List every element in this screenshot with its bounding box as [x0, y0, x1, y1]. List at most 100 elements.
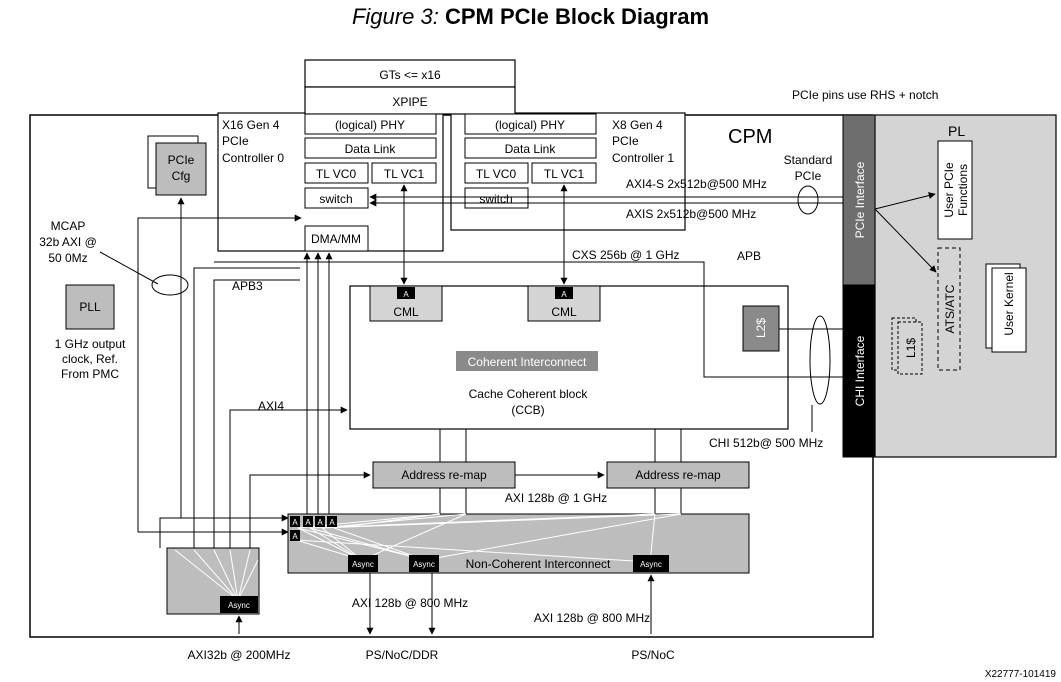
- pll-label: PLL: [79, 300, 101, 314]
- chi-interface-label: CHI Interface: [853, 335, 867, 406]
- datalink1-box: [464, 137, 597, 159]
- switch1-label: switch: [479, 192, 512, 206]
- ctrl0-line1: X16 Gen 4: [222, 118, 280, 132]
- apb-route: [214, 261, 843, 378]
- tlvc1-a-box: [371, 162, 437, 184]
- ats-label: ATS/ATC: [943, 284, 957, 333]
- switch0-label: switch: [319, 192, 352, 206]
- apb-label: APB: [737, 249, 761, 263]
- mcap-label-3: 50 0Mz: [48, 251, 87, 265]
- apb3-label: APB3: [232, 279, 263, 293]
- bottom-async-tag: [220, 596, 258, 613]
- axi128-800-label-a: AXI 128b @ 800 MHz: [352, 596, 468, 610]
- psnoc-ddr-label: PS/NoC/DDR: [366, 648, 439, 662]
- nci-a-tag-5: [290, 530, 300, 541]
- cml2-label: CML: [551, 305, 577, 319]
- route-to-remap1: [249, 471, 371, 548]
- nci-a-label-2: A: [305, 518, 311, 527]
- pcie-cfg-label-1: PCIe: [168, 153, 195, 167]
- pcie-interface-label: PCIe Interface: [853, 161, 867, 238]
- nci-a-tag-1: [290, 516, 300, 527]
- tlvc1-b-box: [531, 162, 597, 184]
- std-pcie-label-2: PCIe: [795, 169, 822, 183]
- mcap-ellipse: [151, 274, 189, 296]
- nci-a-label-3: A: [317, 518, 323, 527]
- std-pcie-label-1: Standard: [784, 153, 833, 167]
- tlvc1-b-label: TL VC1: [544, 167, 585, 181]
- nci-label: Non-Coherent Interconnect: [466, 557, 611, 571]
- route-apb3-outer: [137, 214, 302, 532]
- tlvc1-a-label: TL VC1: [384, 167, 425, 181]
- switch0-box: [304, 187, 369, 209]
- cxs-label: CXS 256b @ 1 GHz: [572, 248, 680, 262]
- tlvc0-a-label: TL VC0: [316, 167, 357, 181]
- cpm-label: CPM: [728, 126, 772, 148]
- chi-ellipse: [809, 315, 831, 405]
- datalink1-label: Data Link: [505, 142, 557, 156]
- l1-box: [897, 321, 923, 375]
- gts-label: GTs <= x16: [379, 68, 441, 82]
- clock-note-2: clock, Ref.: [62, 352, 118, 366]
- l2-label: L2$: [754, 318, 768, 338]
- user-pcie-label-2: Functions: [956, 164, 970, 216]
- user-kernel-label: User Kernel: [1002, 272, 1016, 335]
- cml1-label: CML: [393, 305, 419, 319]
- phy1-label: (logical) PHY: [495, 118, 565, 132]
- remap1-label: Address re-map: [401, 468, 487, 482]
- diagram-title: Figure 3: CPM PCIe Block Diagram: [0, 4, 1061, 30]
- ctrl1-line2: PCIe: [612, 134, 639, 148]
- nci-a-tag-4: [327, 516, 337, 527]
- dma-label: DMA/MM: [311, 232, 361, 246]
- ctrl1-line1: X8 Gen 4: [612, 118, 663, 132]
- mcap-pointer: [99, 251, 159, 285]
- datalink0-label: Data Link: [345, 142, 397, 156]
- async-1-label: Async: [352, 560, 374, 569]
- pcie-cfg-box: [155, 142, 207, 196]
- pcie-if-to-ats: [874, 208, 937, 273]
- route-axi4: [229, 406, 348, 548]
- remap2-box: [606, 461, 750, 489]
- l2-box: [742, 305, 780, 352]
- user-pcie-box: [937, 140, 973, 240]
- ats-box: [937, 247, 961, 371]
- axi4s-label: AXI4-S 2x512b@500 MHz: [626, 177, 767, 191]
- datalink0-box: [304, 137, 437, 159]
- dma-box: [304, 225, 369, 252]
- route-apb3-b: [213, 279, 300, 548]
- pll-box: [65, 284, 115, 330]
- l1-label: L1$: [904, 338, 918, 358]
- pcie-cfg-label-2: Cfg: [172, 169, 191, 183]
- ctrl1-line3: Controller 1: [612, 151, 674, 165]
- async-3-label: Async: [640, 560, 662, 569]
- axi4-label: AXI4: [258, 399, 284, 413]
- pl-label: PL: [948, 123, 965, 139]
- pcie-if-to-user-pcie: [874, 192, 936, 210]
- nci-a-label-1: A: [292, 518, 298, 527]
- pcie-pins-note: PCIe pins use RHS + notch: [792, 88, 938, 102]
- bottom-block-fan: [174, 549, 259, 601]
- std-pcie-ellipse: [797, 185, 819, 215]
- route-to-pcie-cfg: [159, 197, 185, 548]
- phy1-box: [464, 113, 597, 135]
- tlvc0-b-box: [464, 162, 529, 184]
- cml2-a-label: A: [561, 290, 567, 299]
- axi32-label: AXI32b @ 200MHz: [188, 648, 291, 662]
- tlvc0-b-label: TL VC0: [476, 167, 517, 181]
- axis-label: AXIS 2x512b@500 MHz: [626, 207, 756, 221]
- clock-note-1: 1 GHz output: [55, 337, 126, 351]
- nci-a-tag-3: [315, 516, 325, 527]
- coherent-ic-box: [456, 351, 598, 371]
- nci-a-tag-2: [303, 516, 313, 527]
- xpipe-label: XPIPE: [392, 95, 427, 109]
- phy0-label: (logical) PHY: [335, 118, 405, 132]
- remap2-label: Address re-map: [635, 468, 721, 482]
- pcie-interface-bar: [842, 114, 876, 286]
- ccb-label-2: (CCB): [511, 403, 544, 417]
- ctrl0-line2: PCIe: [222, 134, 249, 148]
- async-3: [633, 555, 669, 572]
- bottom-async-label: Async: [228, 601, 250, 610]
- chi-interface-bar: [842, 284, 876, 458]
- cml1-a-label: A: [403, 290, 409, 299]
- mcap-label-2: 32b AXI @: [39, 235, 97, 249]
